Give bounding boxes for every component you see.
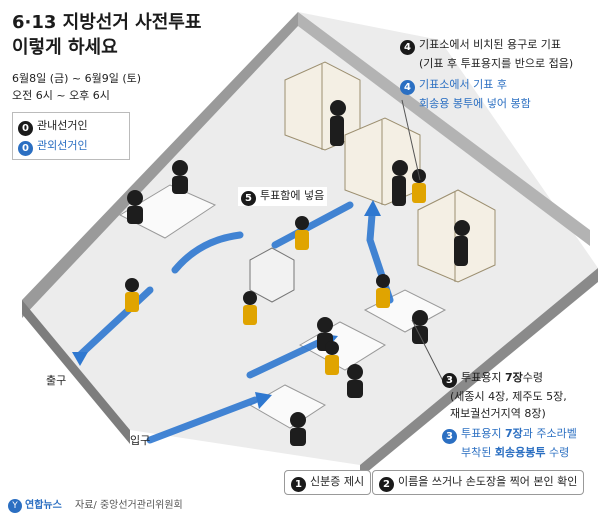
legend-label-out: 관외선거인 xyxy=(37,139,88,152)
flow-arrow-entrance xyxy=(146,396,259,444)
flow-arrow-upper xyxy=(246,338,324,379)
leader-line xyxy=(401,99,421,181)
step-2-text: 이름을 쓰거나 손도장을 찍어 본인 확인 xyxy=(398,475,578,488)
step-5-text: 투표함에 넣음 xyxy=(260,189,325,202)
room-floor xyxy=(22,12,598,465)
step-2-box: 2 이름을 쓰거나 손도장을 찍어 본인 확인 xyxy=(372,470,585,495)
source-credit: 자료/ 중앙선거관리위원회 xyxy=(75,500,183,511)
legend: 0 관내선거인 0 관외선거인 xyxy=(12,112,130,160)
voters-vest xyxy=(125,183,426,375)
step-4-line-1: 기표소에서 비치된 용구로 기표 xyxy=(419,38,562,51)
entrance-label: 입구 xyxy=(130,434,151,447)
step-4b-badge: 4 xyxy=(400,80,415,95)
legend-item-out: 0 관외선거인 xyxy=(18,136,124,156)
step-3b-text-e: 회송용봉투 xyxy=(494,446,546,459)
leader-line xyxy=(411,319,446,386)
flow-arrow-left xyxy=(171,231,244,274)
step-1-box: 1 신분증 제시 xyxy=(284,470,372,495)
step-1-badge: 1 xyxy=(291,477,306,492)
official-table xyxy=(118,184,217,239)
legend-label-in: 관내선거인 xyxy=(37,119,88,132)
date-range: 6월8일 (금) ~ 6월9일 (토) xyxy=(12,72,142,85)
step-3-text-c: 수령 xyxy=(522,371,544,384)
back-wall-right xyxy=(298,12,590,246)
people xyxy=(127,100,470,446)
step-5-badge: 5 xyxy=(241,191,256,206)
step-3-text-b: 7장 xyxy=(504,371,523,384)
time-range: 오전 6시 ~ 오후 6시 xyxy=(12,89,110,102)
voting-period: 6월8일 (금) ~ 6월9일 (토) 오전 6시 ~ 오후 6시 xyxy=(12,70,141,104)
step-2-badge: 2 xyxy=(379,477,394,492)
step-5-label: 5 투표함에 넣음 xyxy=(238,187,328,206)
step-4b-line-1: 기표소에서 기표 후 xyxy=(419,78,507,91)
step-3b-text-c: 과 주소라벨 xyxy=(522,427,577,440)
flow-arrow-box xyxy=(271,201,354,249)
step-3b-text-d: 부착된 xyxy=(461,446,495,459)
front-wall-right xyxy=(360,268,598,478)
step-4-line-2: (기표 후 투표용지를 반으로 접음) xyxy=(419,57,574,70)
voting-booth xyxy=(417,189,496,283)
ballot-box xyxy=(249,247,295,303)
step-3b-badge: 3 xyxy=(442,429,457,444)
legend-item-in: 0 관내선거인 xyxy=(18,116,124,136)
step-3b-text-a: 투표용지 xyxy=(461,427,505,440)
step-3-sub-1: (세종시 4장, 제주도 5장, xyxy=(450,390,567,403)
step-3-text-a: 투표용지 xyxy=(461,371,505,384)
step-3-badge: 3 xyxy=(442,373,457,388)
step-3b-text-b: 7장 xyxy=(504,427,523,440)
step-4b-line-2: 회송용 봉투에 넣어 봉함 xyxy=(419,97,531,110)
page-title: 6·13 지방선거 사전투표 이렇게 하세요 xyxy=(12,10,201,60)
title-line-1: 6·13 지방선거 사전투표 xyxy=(12,12,202,33)
yonhap-logo-icon: Y xyxy=(8,499,22,513)
step-3b-text-f: 수령 xyxy=(545,446,570,459)
legend-dot-blue: 0 xyxy=(18,141,33,156)
back-wall-left xyxy=(22,12,298,318)
step-1-text: 신분증 제시 xyxy=(310,475,365,488)
front-wall-left xyxy=(22,300,130,444)
legend-dot-black: 0 xyxy=(18,121,33,136)
voters-head xyxy=(125,169,426,355)
agency-name: 연합뉴스 xyxy=(25,500,62,511)
title-line-2: 이렇게 하세요 xyxy=(12,37,118,58)
exit-label: 출구 xyxy=(46,374,67,387)
step-3-sub-2: 재보궐선거지역 8장) xyxy=(450,407,546,420)
step-4-badge: 4 xyxy=(400,40,415,55)
